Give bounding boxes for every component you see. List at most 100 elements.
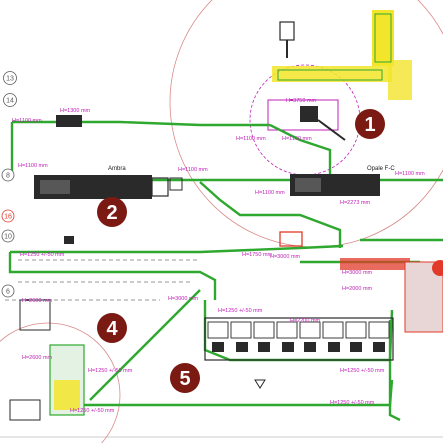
height-label: H=1250 +/-50 mm <box>218 308 263 314</box>
conveyor-mid <box>10 244 344 254</box>
packing-cell <box>230 321 252 339</box>
robot-icon <box>279 21 295 41</box>
packing-machine <box>328 342 340 352</box>
cell-machine <box>300 106 318 122</box>
height-label: H=2600 mm <box>22 355 53 361</box>
height-label: H=1250 +/-50 mm <box>20 252 65 258</box>
small-unit-10 <box>64 236 74 244</box>
height-label: H=2273 mm <box>340 200 371 206</box>
conveyor-loop-1 <box>199 181 342 248</box>
opale-label: Opale F-C <box>367 166 395 172</box>
section-marker-4-label: 4 <box>106 318 118 340</box>
packing-area <box>204 317 394 361</box>
pallet-output <box>9 399 41 421</box>
yellow-block <box>388 60 412 100</box>
conveyor-diagonal <box>89 289 201 401</box>
ref-circle <box>3 93 17 107</box>
ref-number-16: 16 <box>4 214 12 221</box>
section-marker-2 <box>97 197 127 227</box>
height-label: H=3000 mm <box>168 296 199 302</box>
green-frame-band <box>277 69 383 81</box>
packing-machines <box>212 342 385 352</box>
section-marker-5-label: 5 <box>179 368 190 390</box>
height-label: H=3750 mm <box>286 98 317 104</box>
ref-circle <box>3 71 17 85</box>
height-label: H=1100 mm <box>282 136 312 142</box>
ref-circle <box>1 168 15 182</box>
section-marker-1 <box>355 109 385 139</box>
packing-cell <box>322 321 344 339</box>
opale-detail <box>295 178 321 192</box>
small-unit-ambra-out <box>169 177 183 191</box>
conveyor-top <box>12 120 270 127</box>
guide-lines <box>5 259 200 301</box>
packing-cell <box>299 321 321 339</box>
height-label: H=3000 mm <box>342 270 373 276</box>
height-label: H=1100 mm <box>255 190 285 196</box>
reach-circle-4 <box>0 322 121 448</box>
ambra-label: Ambra <box>108 166 126 172</box>
section-marker-2-label: 2 <box>106 202 117 224</box>
ambra-detail <box>40 180 70 194</box>
ref-circle <box>1 229 15 243</box>
ref-number-10: 10 <box>4 234 12 241</box>
palletizer-base <box>54 380 80 410</box>
height-label: H=3000 mm <box>270 254 301 260</box>
cell-arm <box>317 119 346 141</box>
ref-number-13: 13 <box>6 76 14 83</box>
green-frame-upper <box>374 13 392 63</box>
height-label: H=1250 +/-50 mm <box>330 400 375 406</box>
section-marker-5 <box>170 363 200 393</box>
height-label: H=1250 +/-50 mm <box>70 408 115 414</box>
height-label: H=1100 mm <box>236 136 266 142</box>
ref-number-8: 8 <box>6 173 10 180</box>
ref-circle <box>1 209 15 223</box>
height-label: H=1100 mm <box>18 163 48 169</box>
packing-machine <box>373 342 385 352</box>
ref-circle <box>1 284 15 298</box>
height-label: H=2200 mm <box>290 318 321 324</box>
packing-machine <box>350 342 362 352</box>
ref-number-6: 6 <box>6 289 10 296</box>
height-label: H=1250 +/-50 mm <box>88 368 133 374</box>
ambra-exit-unit <box>151 177 169 197</box>
ref-number-14: 14 <box>6 98 14 105</box>
height-label: H=1750 mm <box>242 252 273 258</box>
packing-cell <box>207 321 229 339</box>
height-label: H=1100 mm <box>178 167 208 173</box>
packing-machine <box>236 342 248 352</box>
height-label: H=1300 mm <box>60 108 91 114</box>
packing-cell <box>368 321 390 339</box>
section-marker-1-label: 1 <box>364 114 375 136</box>
right-red-marker <box>432 260 443 276</box>
packing-machine <box>258 342 270 352</box>
small-unit-red <box>279 231 303 247</box>
conveyor-right-vertical <box>388 320 401 422</box>
pallet-stack <box>19 299 51 331</box>
height-label: H=1100 mm <box>395 171 425 177</box>
conveyor-to-opale <box>269 123 332 180</box>
section-marker-4 <box>97 313 127 343</box>
packing-machine <box>282 342 294 352</box>
height-label: H=2600 mm <box>22 298 53 304</box>
packing-cell <box>345 321 367 339</box>
packing-machine <box>304 342 316 352</box>
packing-cell <box>276 321 298 339</box>
reach-circle-1 <box>169 0 443 248</box>
packing-cells <box>207 321 390 339</box>
section-markers: 1 2 4 5 <box>97 109 385 393</box>
height-labels: H=1100 mm H=1300 mm H=1100 mm H=1100 mm … <box>12 98 425 414</box>
warning-triangle-icon <box>254 379 266 389</box>
packing-machine <box>212 342 224 352</box>
cell-frame <box>267 99 339 131</box>
small-machine-top <box>56 115 82 127</box>
ref-numbers: 13 14 8 16 10 6 <box>1 71 17 298</box>
conveyor-mid-2 <box>8 252 217 300</box>
height-label: H=1100 mm <box>12 118 42 124</box>
yellow-column <box>372 10 394 66</box>
height-label: H=2000 mm <box>342 286 373 292</box>
packing-cell <box>253 321 275 339</box>
red-unit <box>340 258 410 270</box>
